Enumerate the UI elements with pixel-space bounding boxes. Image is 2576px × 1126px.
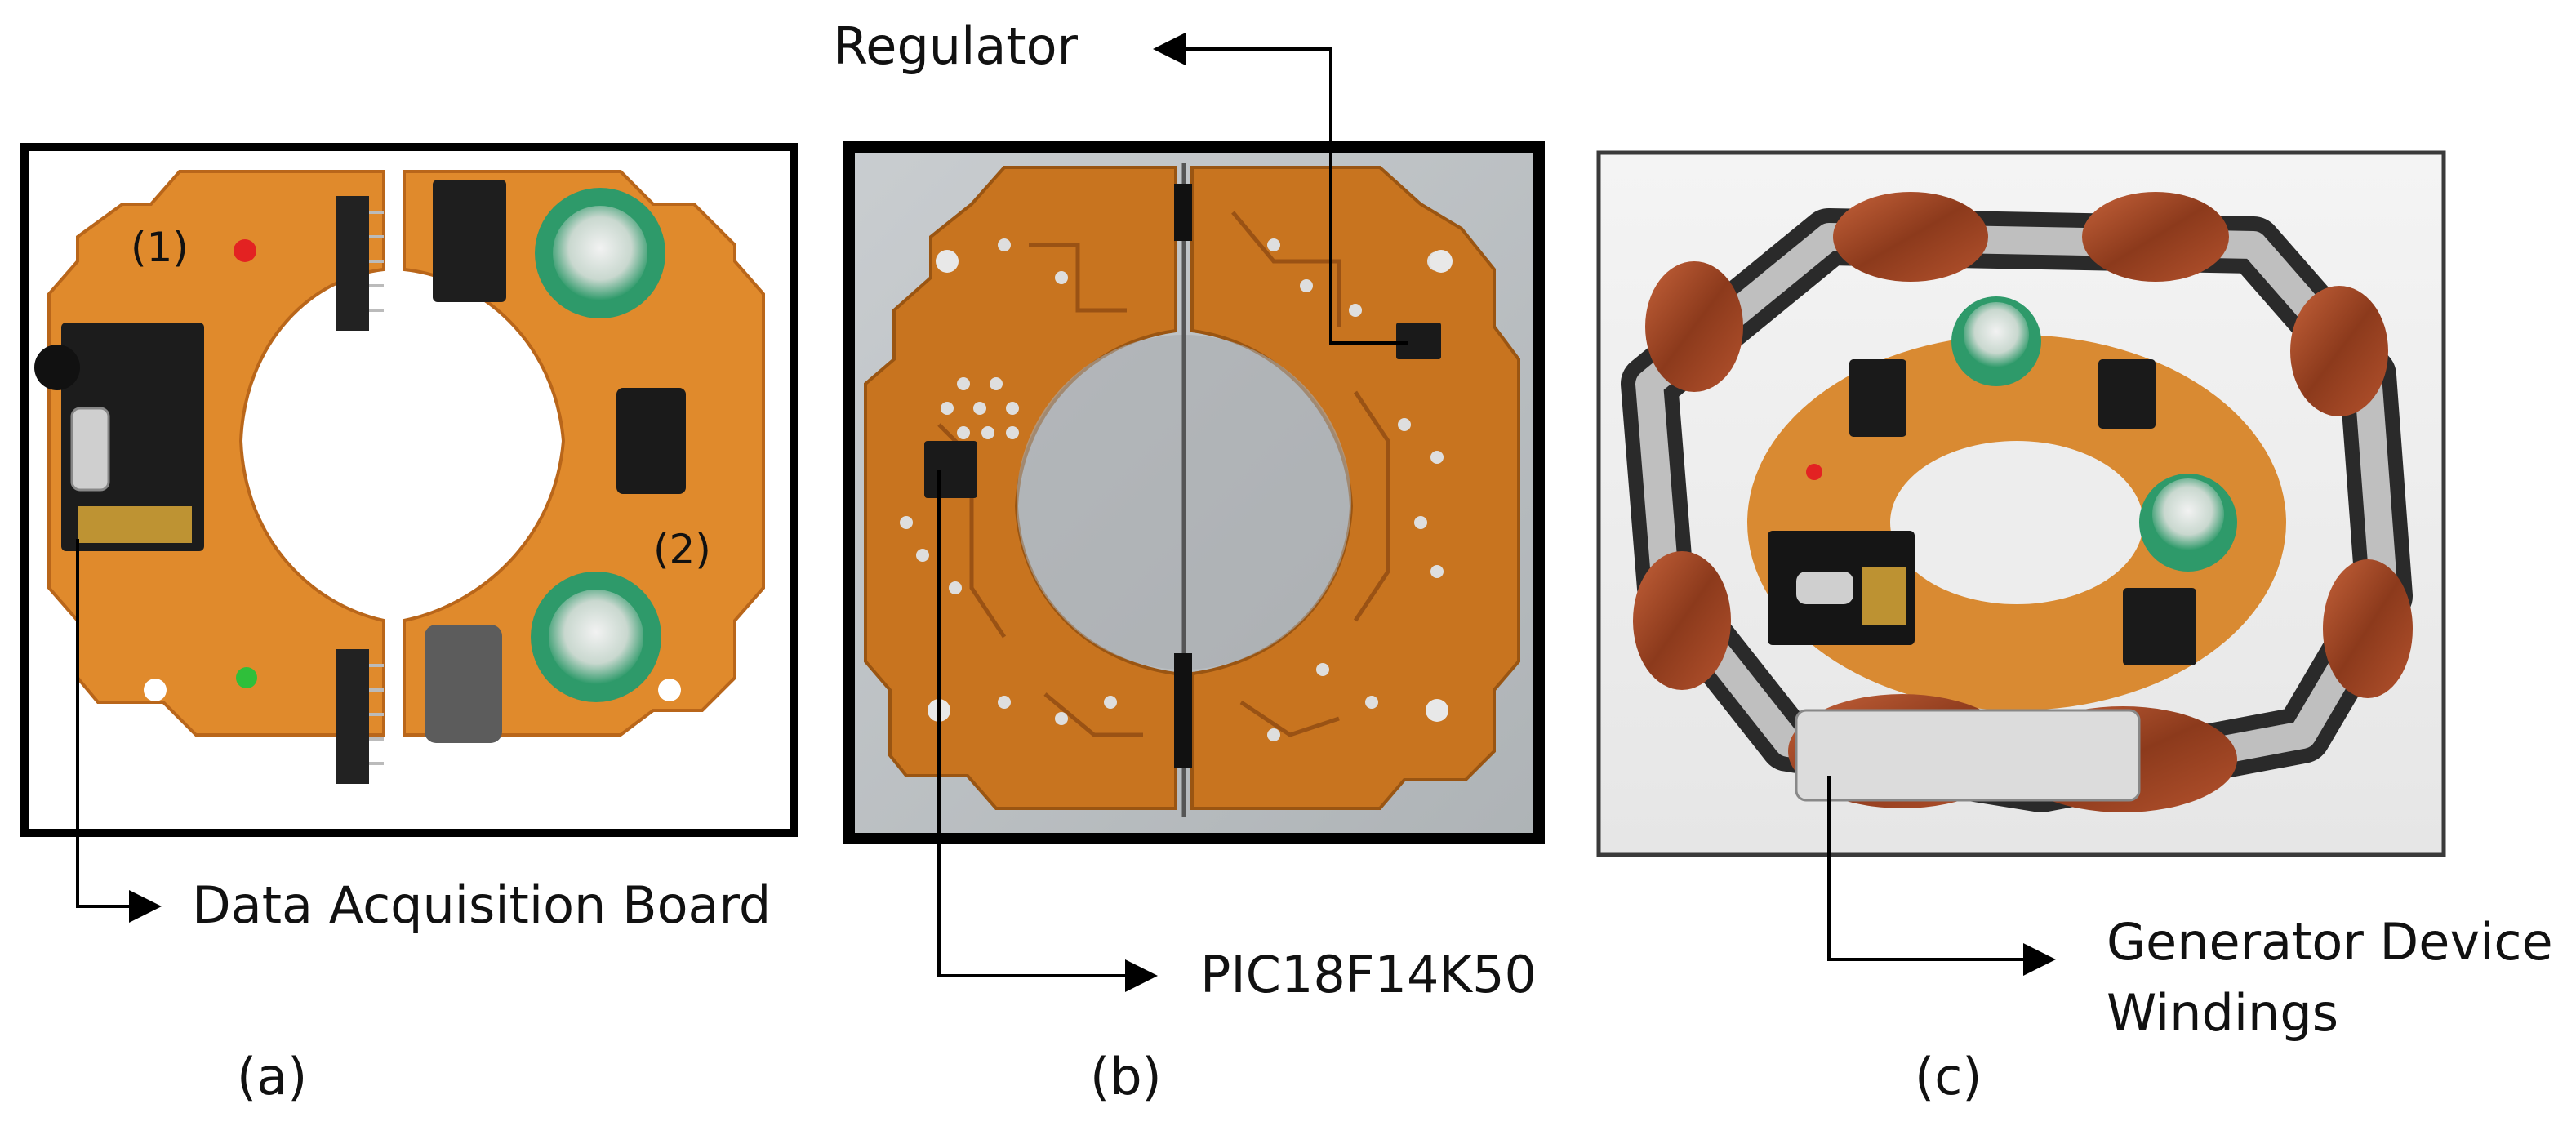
mount-hole-b-4 <box>1426 699 1448 722</box>
radio-module <box>61 323 204 551</box>
callout-connector-a <box>76 539 162 923</box>
marker-2-label: (2) <box>653 526 711 573</box>
hinge-bottom <box>1174 653 1192 768</box>
green-led <box>236 667 257 688</box>
caption-c: (c) <box>1915 1047 1982 1106</box>
winding-coil-5 <box>1633 551 1731 690</box>
capacitor-bottom-cap <box>549 590 643 684</box>
callout-generator-line2: Windings <box>2107 983 2338 1043</box>
callout-pic18f14k50: PIC18F14K50 <box>1200 945 1537 1004</box>
callout-connector-pic <box>937 470 1158 992</box>
panel-b: Regulator PIC18F14K50 (b) <box>833 16 1545 1106</box>
pcb-right-half <box>403 170 765 737</box>
radio-crystal <box>70 407 110 492</box>
connector-c-left <box>1849 359 1906 437</box>
capacitor-c-right-cap <box>2152 478 2224 550</box>
callout-generator-line1: Generator Device <box>2107 912 2553 972</box>
caption-a: (a) <box>237 1047 307 1106</box>
capacitor-top-cap <box>553 206 647 300</box>
mount-hole-right <box>658 679 681 701</box>
winding-coil-3 <box>1645 261 1743 392</box>
caption-b: (b) <box>1090 1047 1162 1106</box>
mount-hole-b-1 <box>936 250 959 273</box>
winding-coil-1 <box>1833 192 1988 282</box>
callout-connector-c <box>1827 776 2056 976</box>
header-pins-top <box>336 196 384 331</box>
panel-c: Generator Device Windings (c) <box>1596 150 2553 1106</box>
pcb-left-half <box>47 170 385 737</box>
connector-block-top <box>433 180 506 302</box>
marker-1-label: (1) <box>131 224 189 271</box>
panel-a: (1) (2) Data Acquisition Board (a) <box>20 143 798 1106</box>
hinge-top <box>1174 184 1192 241</box>
winding-coil-4 <box>2290 286 2388 416</box>
radio-antenna <box>78 506 192 543</box>
mount-hole-b-2 <box>1430 250 1453 273</box>
callout-data-acquisition-board: Data Acquisition Board <box>192 875 771 935</box>
pic18f14k50-chip <box>924 441 977 498</box>
connector-block-bottom <box>425 625 502 743</box>
callout-connector-regulator <box>1153 33 1408 345</box>
header-pins-bottom <box>336 649 384 784</box>
callout-regulator: Regulator <box>833 16 1079 76</box>
sensor-element <box>34 345 80 390</box>
center-hole-c <box>1890 441 2143 604</box>
winding-coil-6 <box>2323 559 2413 698</box>
bottom-stator-cover <box>1795 709 2141 802</box>
winding-coil-2 <box>2082 192 2229 282</box>
capacitor-c-top-cap <box>1964 302 2029 367</box>
inductor-component <box>616 388 686 494</box>
radio-module-c-antenna <box>1862 567 1906 625</box>
red-led <box>234 239 256 262</box>
regulator-chip <box>1396 323 1441 359</box>
connector-c-right <box>2098 359 2156 429</box>
connector-c-bottom <box>2123 588 2196 665</box>
radio-module-c-crystal <box>1796 572 1853 604</box>
mount-hole-left <box>144 679 167 701</box>
red-led-c <box>1806 464 1822 480</box>
